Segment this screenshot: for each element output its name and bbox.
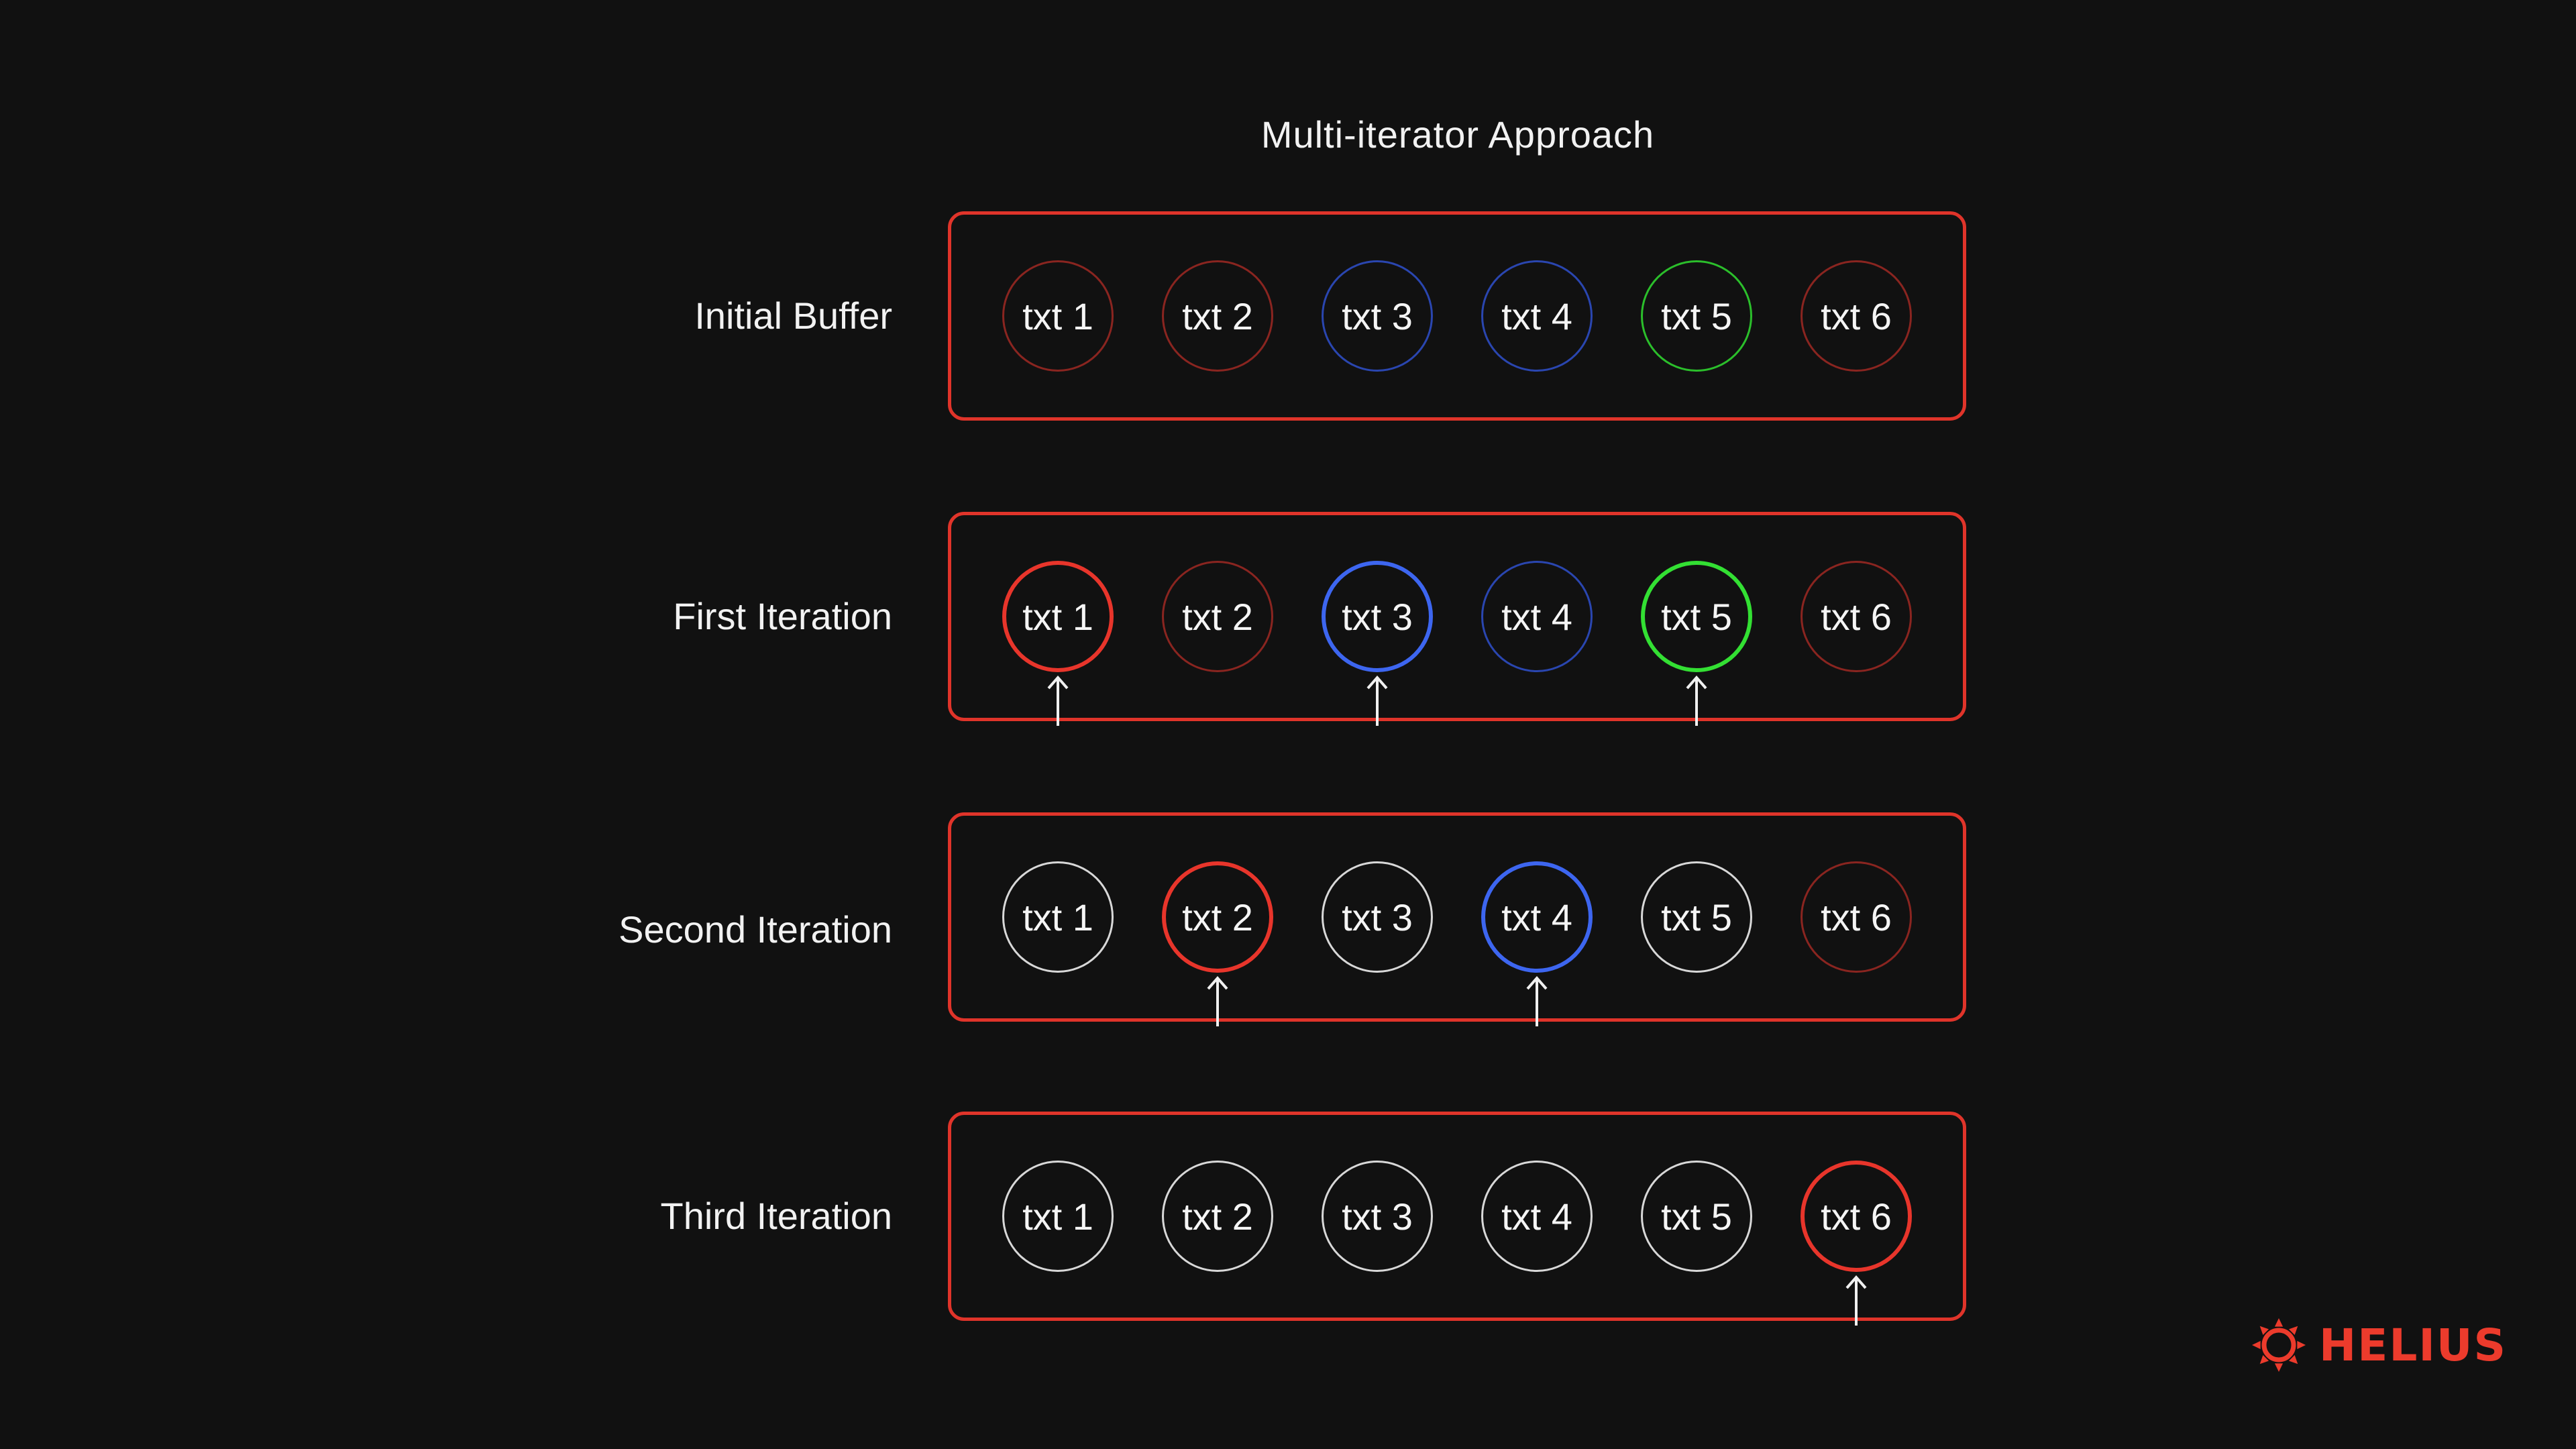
- buffer-node: txt 2: [1162, 1161, 1273, 1272]
- buffer-node: txt 6: [1801, 260, 1912, 372]
- buffer-box: [948, 812, 1966, 1022]
- buffer-node: txt 1: [1002, 561, 1114, 672]
- row-label: First Iteration: [673, 595, 892, 637]
- buffer-node: txt 4: [1481, 260, 1593, 372]
- iterator-pointer-arrow: [1845, 1275, 1867, 1326]
- buffer-node: txt 2: [1162, 861, 1273, 973]
- buffer-node: txt 6: [1801, 861, 1912, 973]
- buffer-node: txt 5: [1641, 1161, 1752, 1272]
- row-label: Initial Buffer: [694, 294, 892, 337]
- iterator-pointer-arrow: [1686, 675, 1707, 726]
- buffer-node: txt 3: [1322, 861, 1433, 973]
- diagram-title: Multi-iterator Approach: [1260, 113, 1655, 156]
- iterator-pointer-arrow: [1366, 675, 1388, 726]
- buffer-node: txt 3: [1322, 260, 1433, 372]
- buffer-node: txt 5: [1641, 561, 1752, 672]
- iterator-pointer-arrow: [1207, 975, 1228, 1026]
- buffer-node: txt 4: [1481, 1161, 1593, 1272]
- buffer-node: txt 3: [1322, 561, 1433, 672]
- buffer-node: txt 3: [1322, 1161, 1433, 1272]
- buffer-node: txt 2: [1162, 561, 1273, 672]
- buffer-node: txt 1: [1002, 1161, 1114, 1272]
- buffer-node: txt 1: [1002, 861, 1114, 973]
- brand-name: HELIUS: [2319, 1319, 2508, 1371]
- buffer-node: txt 6: [1801, 561, 1912, 672]
- buffer-node: txt 4: [1481, 861, 1593, 973]
- buffer-box: [948, 1112, 1966, 1321]
- buffer-node: txt 2: [1162, 260, 1273, 372]
- iterator-pointer-arrow: [1526, 975, 1548, 1026]
- buffer-box: [948, 211, 1966, 421]
- row-label: Second Iteration: [619, 908, 892, 951]
- buffer-node: txt 5: [1641, 861, 1752, 973]
- row-label: Third Iteration: [660, 1195, 893, 1237]
- helius-sun-icon: [2252, 1318, 2306, 1372]
- buffer-node: txt 5: [1641, 260, 1752, 372]
- buffer-node: txt 1: [1002, 260, 1114, 372]
- buffer-box: [948, 512, 1966, 721]
- iterator-pointer-arrow: [1047, 675, 1069, 726]
- buffer-node: txt 6: [1801, 1161, 1912, 1272]
- buffer-node: txt 4: [1481, 561, 1593, 672]
- helius-logo: HELIUS: [2251, 1315, 2507, 1375]
